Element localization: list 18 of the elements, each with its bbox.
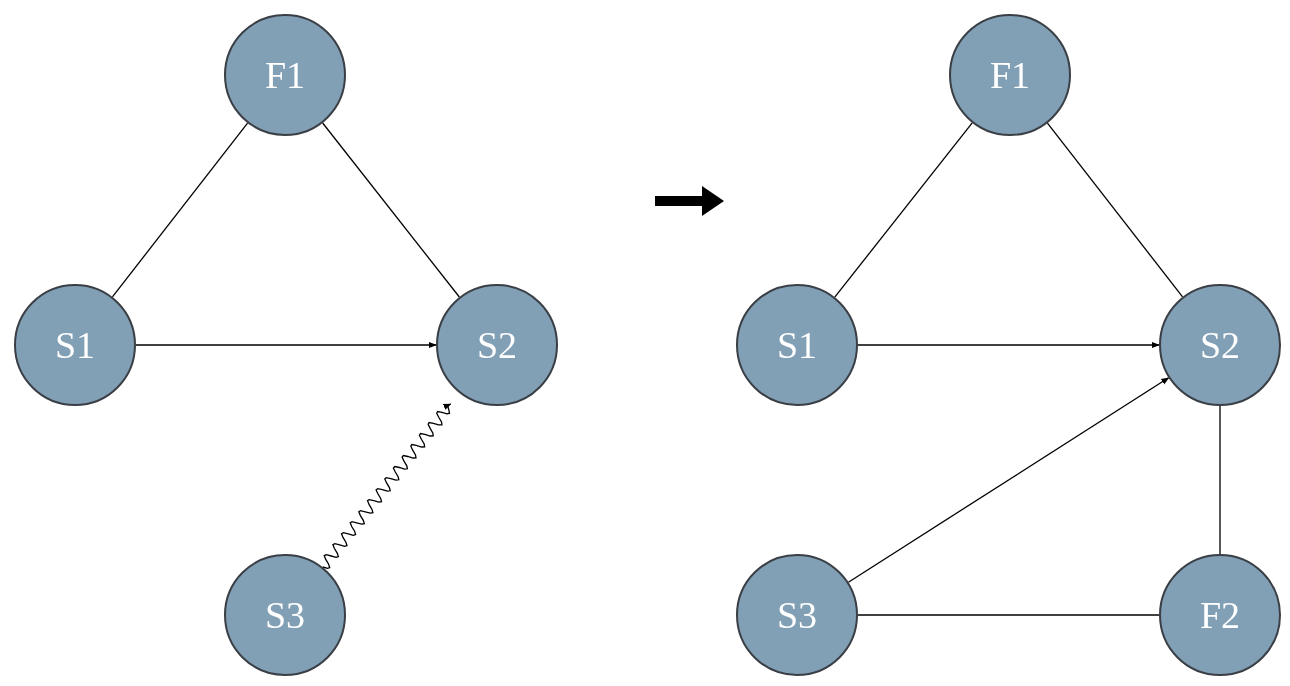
connector-line [834,122,973,298]
connector-line [1219,405,1221,555]
node-label: S2 [1199,326,1241,364]
node-label: F1 [264,56,306,94]
arrow [847,377,1170,583]
connector-line [111,122,249,298]
node-label: S1 [54,326,96,364]
arrow [857,341,1160,349]
node-label: S3 [264,596,306,634]
node-label: S3 [776,596,818,634]
connector-line [857,614,1160,616]
connector-line [1046,122,1184,298]
node-label: S2 [476,326,518,364]
node-label: S1 [776,326,818,364]
arrow [135,341,437,349]
connector-line [322,122,460,298]
node-label: F2 [1199,596,1241,634]
node-label: F1 [989,56,1031,94]
